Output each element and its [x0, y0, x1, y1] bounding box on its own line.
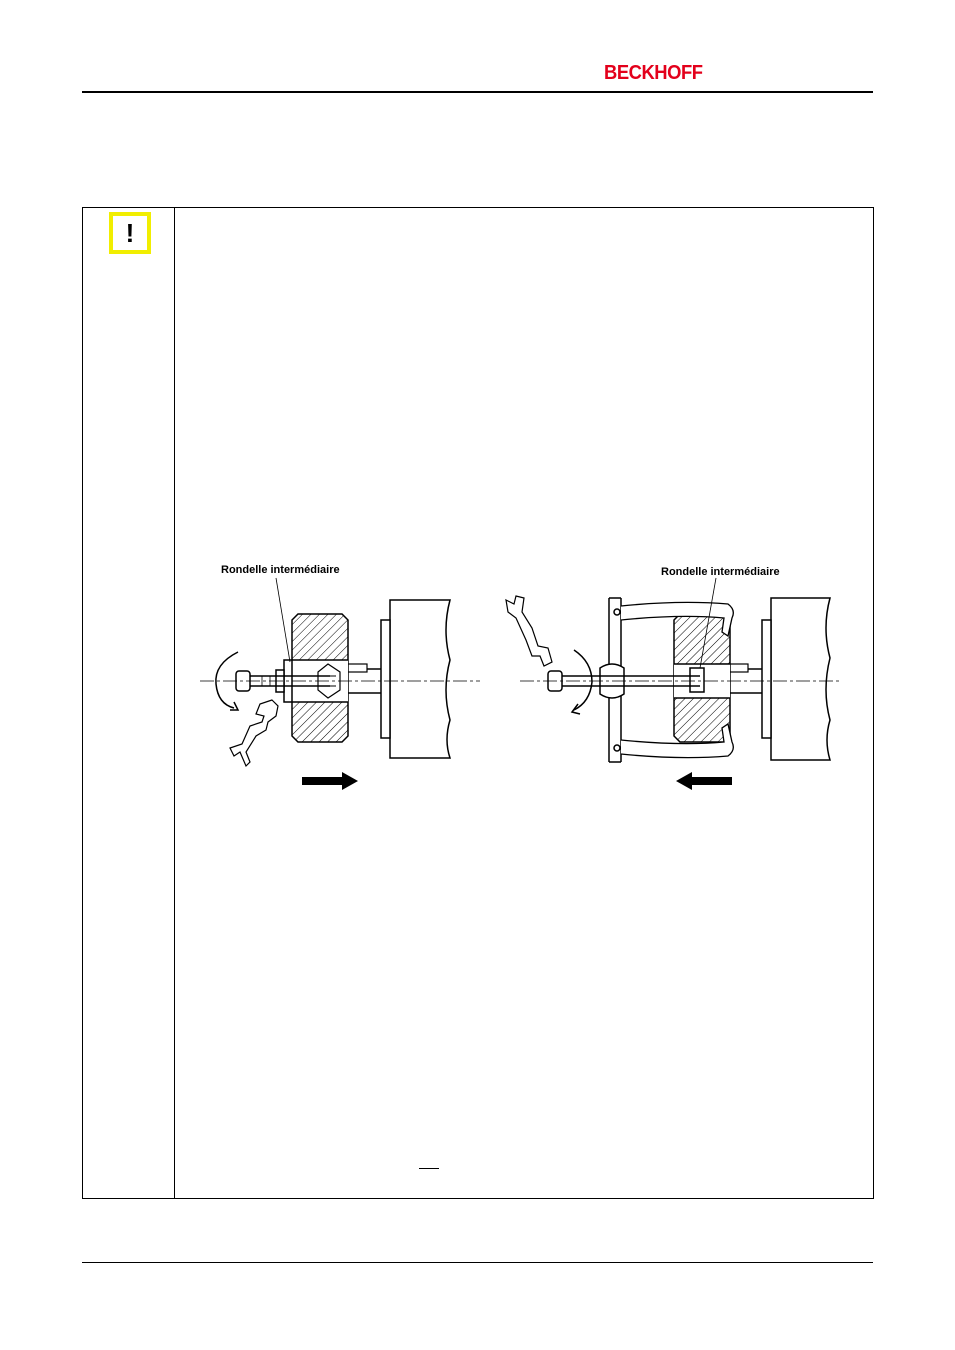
- left-drawing: [215, 577, 452, 790]
- left-arrow: [302, 772, 358, 790]
- left-motor-flange: [380, 619, 391, 739]
- right-motor-body: [770, 597, 832, 761]
- caution-symbol: !: [113, 216, 147, 250]
- caution-box: !: [82, 207, 874, 1199]
- header-rule: [82, 91, 873, 93]
- beckhoff-logo: BECKHOFF: [604, 62, 703, 84]
- left-motor-body: [389, 599, 452, 759]
- short-rule: [419, 1168, 439, 1169]
- right-wrench: [505, 595, 553, 667]
- right-washer-label: Rondelle intermédiaire: [661, 566, 780, 578]
- right-washer: [689, 667, 705, 693]
- right-motor-flange: [761, 619, 772, 739]
- caution-icon: !: [109, 212, 151, 254]
- footer-rule: [82, 1262, 873, 1263]
- right-arrow: [676, 772, 732, 790]
- right-drawing: [505, 577, 832, 790]
- box-divider: [174, 208, 175, 1198]
- left-washer-label: Rondelle intermédiaire: [221, 564, 340, 576]
- left-wrench: [229, 699, 279, 768]
